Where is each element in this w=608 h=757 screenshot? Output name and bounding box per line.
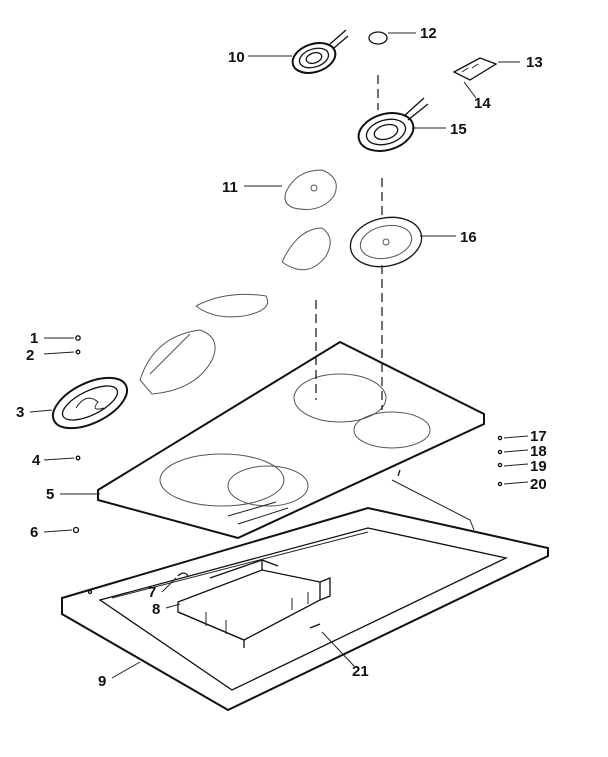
leader-lines [29,32,529,679]
part-labels: 1 2 3 4 5 6 7 8 9 10 11 12 13 14 15 16 1… [16,25,547,690]
label-14: 14 [474,95,491,112]
label-6: 6 [30,524,38,541]
terminal-block-13 [452,57,498,81]
label-15: 15 [450,121,467,138]
element-11 [284,169,337,210]
disc-12 [368,31,388,45]
oval-element-3 [51,376,129,430]
label-1: 1 [30,330,38,347]
label-9: 9 [98,673,106,690]
phantom-elements [139,227,331,395]
label-3: 3 [16,404,24,421]
label-8: 8 [152,601,160,618]
label-4: 4 [32,452,41,469]
coil-element-10 [291,29,349,74]
small-hardware [72,335,503,629]
label-10: 10 [228,49,245,66]
coil-element-15 [357,97,429,152]
frame-trim [61,506,549,712]
label-5: 5 [46,486,54,503]
control-box [177,559,331,648]
label-19: 19 [530,458,547,475]
label-20: 20 [530,476,547,493]
label-18: 18 [530,443,547,460]
label-11: 11 [222,179,238,196]
assembly-lines [315,75,383,410]
round-element-16 [349,216,423,268]
label-13: 13 [526,54,543,71]
label-17: 17 [530,428,547,445]
label-12: 12 [420,25,437,42]
label-7: 7 [148,584,156,601]
cooktop-glass [97,340,485,540]
label-2: 2 [26,347,34,364]
label-21: 21 [352,663,369,680]
label-16: 16 [460,229,477,246]
